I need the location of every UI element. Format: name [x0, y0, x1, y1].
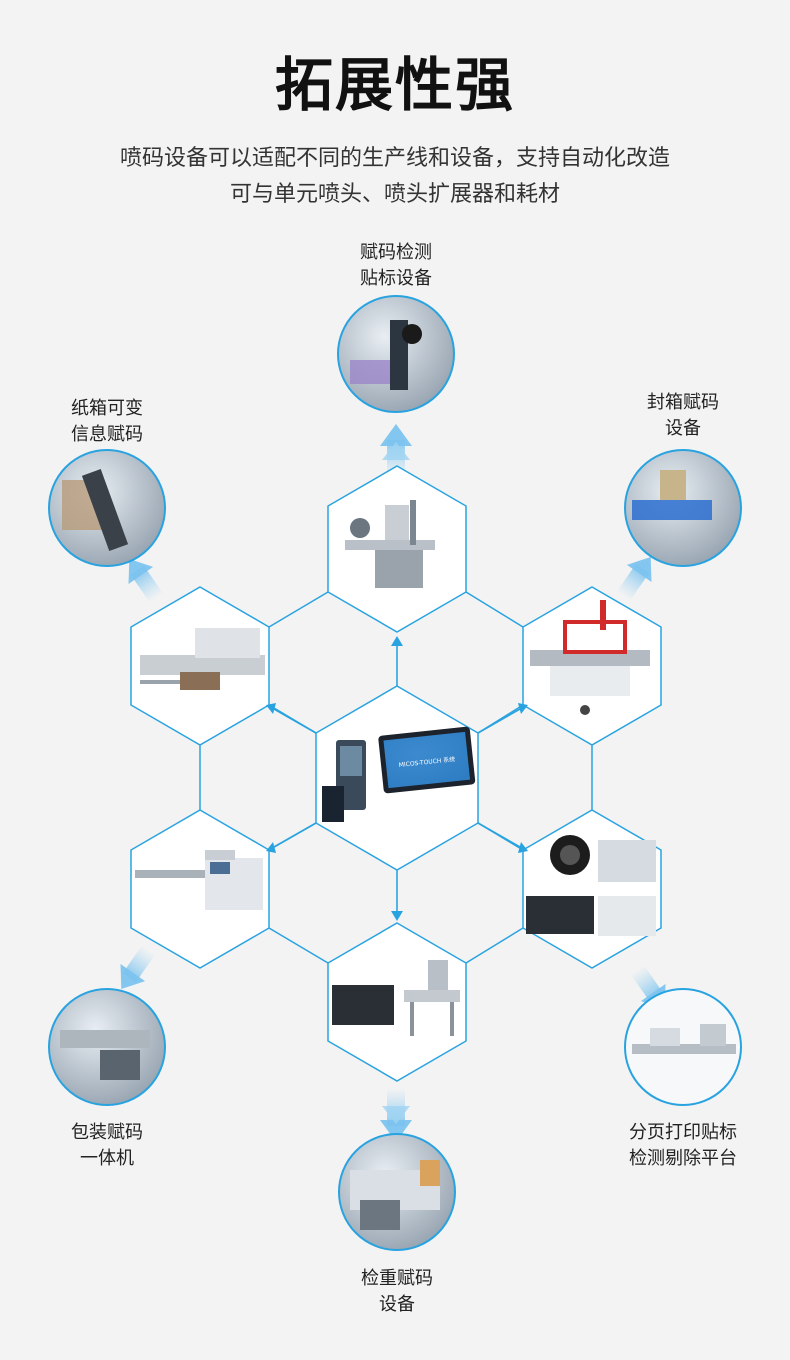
- label-top-left: 纸箱可变 信息赋码: [71, 398, 143, 445]
- hex-lower-right: [522, 809, 662, 969]
- label-bottom-left: 包装赋码 一体机: [71, 1122, 143, 1169]
- label-top-right: 封箱赋码 设备: [647, 392, 719, 439]
- subtitle-line-2: 可与单元喷头、喷头扩展器和耗材: [229, 182, 560, 207]
- hex-machine-illustrations: [135, 500, 656, 1036]
- circle-top-left: [48, 449, 166, 567]
- outer-circles: [48, 295, 742, 1251]
- labeler-machine-illustration: [345, 500, 435, 588]
- label-bottom: 检重赋码 设备: [361, 1268, 433, 1315]
- page-title: 拓展性强: [274, 51, 515, 119]
- label-top: 赋码检测 贴标设备: [360, 242, 432, 289]
- circle-bottom-left: [48, 988, 166, 1106]
- circle-bottom-right: [624, 988, 742, 1106]
- case-sealer-illustration: [530, 600, 650, 715]
- subtitle-line-1: 喷码设备可以适配不同的生产线和设备，支持自动化改造: [119, 146, 670, 171]
- circle-top-right: [624, 449, 742, 567]
- vision-collage-illustration: [526, 835, 656, 936]
- center-arrows: [266, 636, 528, 921]
- center-device-illustration: MICOS-TOUCH 系统: [322, 726, 476, 822]
- carton-line-illustration: [140, 628, 265, 690]
- circle-bottom: [338, 1133, 456, 1251]
- flow-wrapper-illustration: [135, 850, 263, 910]
- checkweigher-illustration: [332, 960, 460, 1036]
- label-bottom-right: 分页打印贴标 检测剔除平台: [629, 1122, 737, 1169]
- circle-top: [337, 295, 455, 413]
